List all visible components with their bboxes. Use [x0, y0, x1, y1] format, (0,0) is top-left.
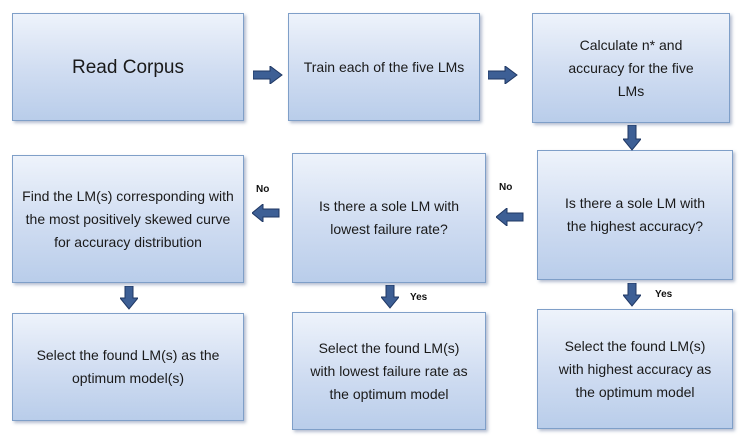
arrow-left-2: [252, 204, 280, 222]
arrow-right-1: [253, 66, 283, 84]
sole-lowest-failure-box: Is there a sole LM with lowest failure r…: [292, 153, 486, 283]
sole-highest-accuracy-box: Is there a sole LM with the highest accu…: [537, 150, 733, 280]
arrow-down-3: [381, 285, 399, 309]
calculate-accuracy-label: Calculate n* and accuracy for the five L…: [568, 36, 694, 99]
yes-label-right: Yes: [655, 289, 673, 300]
calculate-accuracy-box: Calculate n* and accuracy for the five L…: [532, 13, 730, 123]
yes-label-middle: Yes: [410, 292, 428, 303]
find-skewed-box: Find the LM(s) corresponding with the mo…: [12, 155, 244, 283]
arrow-down-2: [120, 286, 138, 310]
sole-highest-accuracy-label: Is there a sole LM with the highest accu…: [564, 195, 706, 234]
select-lowest-failure-label: Select the found LM(s) with lowest failu…: [310, 339, 468, 402]
arrow-down-4: [623, 283, 641, 307]
train-lms-box: Train each of the five LMs: [288, 13, 480, 121]
arrow-right-2: [488, 66, 518, 84]
read-corpus-label: Read Corpus: [72, 56, 184, 78]
sole-lowest-failure-label: Is there a sole LM with lowest failure r…: [318, 198, 460, 237]
read-corpus-box: Read Corpus: [12, 13, 244, 121]
train-lms-label: Train each of the five LMs: [303, 58, 465, 75]
select-skewed-box: Select the found LM(s) as the optimum mo…: [12, 313, 244, 421]
select-highest-accuracy-label: Select the found LM(s) with highest accu…: [558, 337, 712, 400]
select-skewed-label: Select the found LM(s) as the optimum mo…: [36, 347, 220, 386]
no-label-right: No: [499, 182, 513, 193]
arrow-left-1: [496, 208, 524, 226]
select-lowest-failure-box: Select the found LM(s) with lowest failu…: [292, 312, 486, 430]
select-highest-accuracy-box: Select the found LM(s) with highest accu…: [537, 309, 733, 429]
arrow-down-1: [623, 125, 641, 151]
no-label-left: No: [256, 184, 270, 195]
find-skewed-label: Find the LM(s) corresponding with the mo…: [22, 187, 234, 250]
